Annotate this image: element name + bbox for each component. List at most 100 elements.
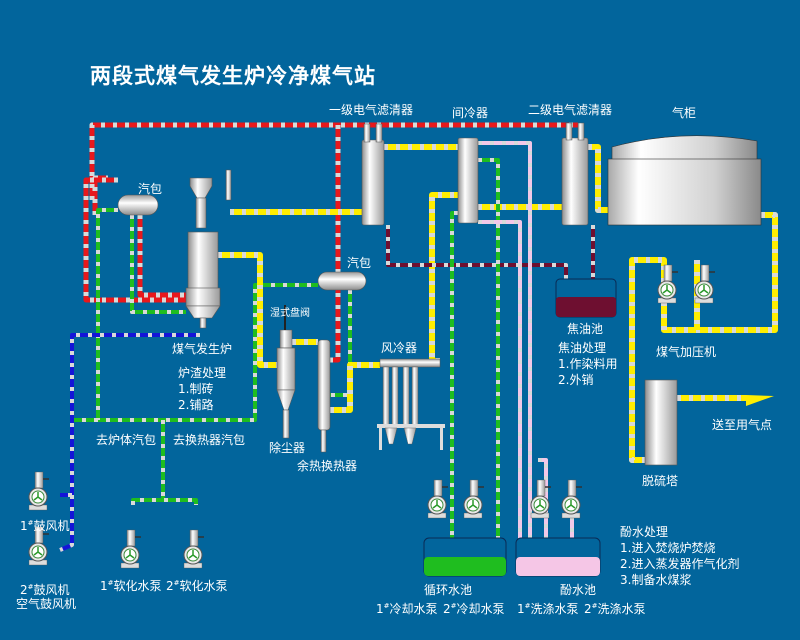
wet-valve-label: 湿式盘阀 (270, 308, 310, 319)
steam-drum-2[interactable] (317, 271, 367, 291)
soft-water-pipe-stripe (130, 215, 186, 314)
booster-1-part (663, 264, 673, 282)
intercooler[interactable] (457, 137, 479, 224)
soft-water-pipe-stripe (70, 208, 318, 422)
circ-pool-label: 循环水池 (424, 583, 473, 597)
page-title: 两段式煤气发生炉冷净煤气站 (90, 64, 376, 88)
cool-pump2-label: 2#冷却水泵 (443, 602, 505, 616)
tar-note: 焦油处理 1.作染料用 2.外销 (558, 340, 617, 388)
air-cooler[interactable] (377, 358, 445, 450)
slag-note-item: 2.铺路 (178, 398, 214, 412)
air-cooler-label: 风冷器 (381, 341, 418, 355)
steam-pipe (330, 125, 341, 363)
wash-pump2-label: 2#洗涤水泵 (584, 602, 646, 616)
gas-holder[interactable] (607, 135, 762, 226)
gas-pipe (429, 192, 458, 364)
steam-pipe (137, 215, 186, 298)
soft-pump1-label: 1#软化水泵 (100, 579, 162, 593)
slag-note-title: 炉渣处理 (178, 366, 227, 380)
blower-2[interactable] (28, 526, 49, 566)
cool-pump-2-part (468, 500, 478, 509)
dust-collector-label: 除尘器 (269, 441, 306, 455)
esp2-label: 二级电气滤清器 (528, 103, 613, 117)
phenol-note-item: 3.制备水煤浆 (620, 573, 692, 587)
phenol-pool[interactable] (515, 537, 601, 577)
booster-1-part (662, 285, 672, 294)
soft-pump-1-part (126, 529, 136, 547)
soft-pump-2-part (188, 550, 198, 559)
esp1[interactable] (361, 123, 385, 226)
drum2-label: 汽包 (347, 256, 372, 270)
gas-holder-label: 气柜 (672, 106, 697, 120)
tar-note-item: 2.外销 (558, 373, 594, 387)
soft-pump-2[interactable] (183, 529, 204, 569)
tar-tank[interactable] (555, 278, 617, 318)
soft-water-pipe-stripe (450, 211, 458, 560)
blower-1-part (33, 492, 43, 501)
air-pipe-stripe (59, 333, 200, 552)
phenol-note-item: 2.进入蒸发器作气化剂 (620, 557, 740, 571)
intercooler-label: 间冷器 (452, 106, 489, 120)
dust-collector[interactable] (276, 305, 296, 439)
gasifier[interactable] (185, 169, 232, 329)
wash-pump-2-part (567, 479, 577, 497)
steam-pipe-stripe (89, 122, 578, 215)
phenol-note-title: 酚水处理 (620, 525, 669, 539)
drum1-label: 汽包 (138, 182, 163, 196)
booster-1[interactable] (657, 264, 678, 304)
soft-pump2-label: 2#软化水泵 (166, 579, 228, 593)
to-exchanger-drum-label: 去换热器汽包 (173, 433, 246, 447)
tar-tank-label: 焦油池 (567, 322, 604, 336)
blower-1[interactable] (28, 471, 49, 511)
cool-pump-1-part (432, 500, 442, 509)
cool-pump-2[interactable] (463, 479, 484, 519)
blower2-label: 2#鼓风机 (20, 583, 70, 597)
booster-2-part (699, 285, 709, 294)
esp1-label: 一级电气滤清器 (329, 103, 414, 117)
gas-pipe (588, 144, 608, 213)
esp2[interactable] (561, 122, 589, 226)
wash-pump-2-part (566, 500, 576, 509)
cool-pump-2-part (469, 479, 479, 497)
steam-drum-1[interactable] (117, 194, 159, 216)
blower-2-part (33, 547, 43, 556)
wash-pump-1-part (535, 500, 545, 509)
steam-pipe-stripe (330, 125, 341, 363)
cool-pump-1-part (433, 479, 443, 497)
cool-pump-1[interactable] (427, 479, 448, 519)
slag-note: 炉渣处理 1.制砖 2.铺路 (178, 365, 226, 413)
cool-pump1-label: 1#冷却水泵 (376, 602, 438, 616)
soft-water-pipe (478, 158, 500, 560)
booster-2-part (700, 264, 710, 282)
gas-pipe-stripe (330, 362, 380, 413)
phenol-pipe-stripe (478, 220, 522, 560)
phenol-note: 酚水处理 1.进入焚烧炉焚烧 2.进入蒸发器作气化剂 3.制备水煤浆 (620, 524, 739, 588)
wash-pump-2[interactable] (561, 479, 582, 519)
booster-2[interactable] (694, 264, 715, 304)
to-users-label: 送至用气点 (712, 418, 773, 432)
gas-pipe-stripe (218, 252, 277, 368)
wash-pump-1-part (536, 479, 546, 497)
desulfurizer[interactable] (644, 379, 678, 466)
circulating-pool[interactable] (423, 537, 507, 577)
gas-pipe-stripe (429, 192, 458, 364)
phenol-note-item: 1.进入焚烧炉焚烧 (620, 541, 716, 555)
soft-water-pipe-stripe (131, 420, 198, 505)
wash-pump-1[interactable] (530, 479, 551, 519)
soft-pump-1[interactable] (120, 529, 141, 569)
slag-note-item: 1.制砖 (178, 382, 214, 396)
phenol-pool-label: 酚水池 (560, 583, 597, 597)
waste-heat-exchanger-label: 余热换热器 (297, 459, 358, 473)
to-users-arrow (746, 395, 774, 406)
air-blower-label: 空气鼓风机 (16, 597, 77, 611)
steam-pipe (89, 122, 578, 215)
phenol-pipe-stripe (478, 141, 532, 560)
booster-label: 煤气加压机 (656, 345, 717, 359)
wash-pump1-label: 1#洗涤水泵 (517, 602, 579, 616)
steam-pipe-stripe (83, 177, 186, 303)
waste-heat-exchanger[interactable] (317, 339, 331, 453)
blower-1-part (34, 471, 44, 489)
desulfurizer-label: 脱硫塔 (642, 474, 679, 488)
